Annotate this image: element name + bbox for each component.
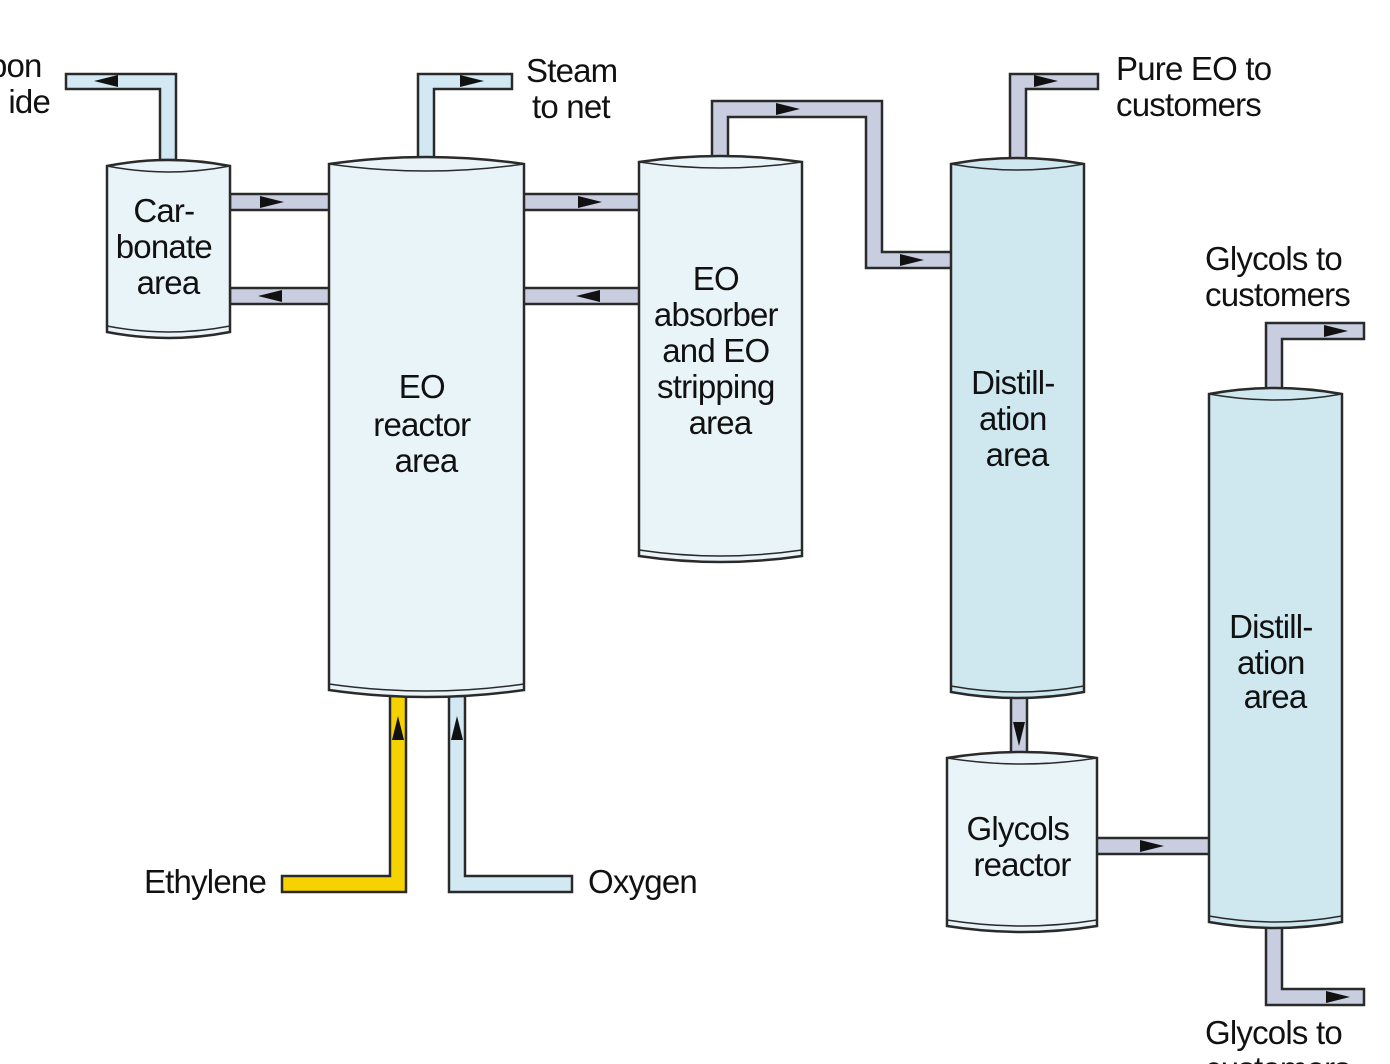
label-distillation-2: Distill- ation area — [1229, 608, 1321, 715]
arrow-glycols-to-distillation — [1140, 840, 1164, 852]
label-ethylene: Ethylene — [144, 863, 266, 900]
label-eo-absorber: EO absorber and EO stripping area — [654, 260, 786, 441]
arrow-carbonate-to-reactor — [260, 196, 284, 208]
vessel-eo-absorber — [637, 154, 804, 564]
vessel-glycols-reactor — [945, 750, 1099, 934]
label-distillation-1: Distill- ation area — [971, 364, 1063, 473]
arrow-absorber-top — [776, 103, 800, 115]
pipe-oxygen — [447, 694, 574, 894]
label-carbonate: Car- bonate area — [116, 192, 221, 301]
pipe-glycols-bottom — [1264, 924, 1366, 1007]
label-steam: Steam to net — [526, 52, 626, 125]
pipe-steam — [416, 72, 514, 162]
pipe-carbon-dioxide — [64, 72, 178, 162]
label-eo-reactor: EO reactor area — [373, 368, 478, 479]
label-pure-eo: Pure EO to customers — [1116, 50, 1280, 123]
label-glycols-bottom: Glycols to customers — [1205, 1014, 1350, 1064]
arrow-reactor-to-absorber — [578, 196, 602, 208]
label-glycols-reactor: Glycols reactor — [967, 810, 1078, 883]
arrow-reactor-to-carbonate — [258, 290, 282, 302]
arrow-oxygen — [451, 716, 463, 740]
arrow-carbon-dioxide — [94, 75, 118, 87]
label-carbon-dioxide: bon ide — [0, 47, 50, 120]
arrow-distillation-to-glycols — [1013, 722, 1025, 746]
arrow-steam — [460, 75, 484, 87]
arrow-glycols-bottom — [1326, 991, 1350, 1003]
pipe-glycols-top — [1264, 321, 1366, 392]
vessel-eo-reactor — [327, 155, 526, 699]
pipe-pure-eo — [1008, 72, 1100, 162]
arrow-absorber-to-reactor — [576, 290, 600, 302]
pipe-ethylene — [280, 694, 408, 894]
arrow-into-distillation — [900, 254, 924, 266]
vessel-carbonate — [105, 158, 232, 340]
arrow-glycols-top — [1324, 325, 1348, 337]
arrow-pure-eo — [1034, 75, 1058, 87]
vessel-distillation-1 — [949, 156, 1086, 700]
arrow-ethylene — [392, 716, 404, 740]
vessel-distillation-2 — [1207, 386, 1344, 930]
label-oxygen: Oxygen — [588, 863, 697, 900]
label-glycols-top: Glycols to customers — [1205, 240, 1350, 313]
